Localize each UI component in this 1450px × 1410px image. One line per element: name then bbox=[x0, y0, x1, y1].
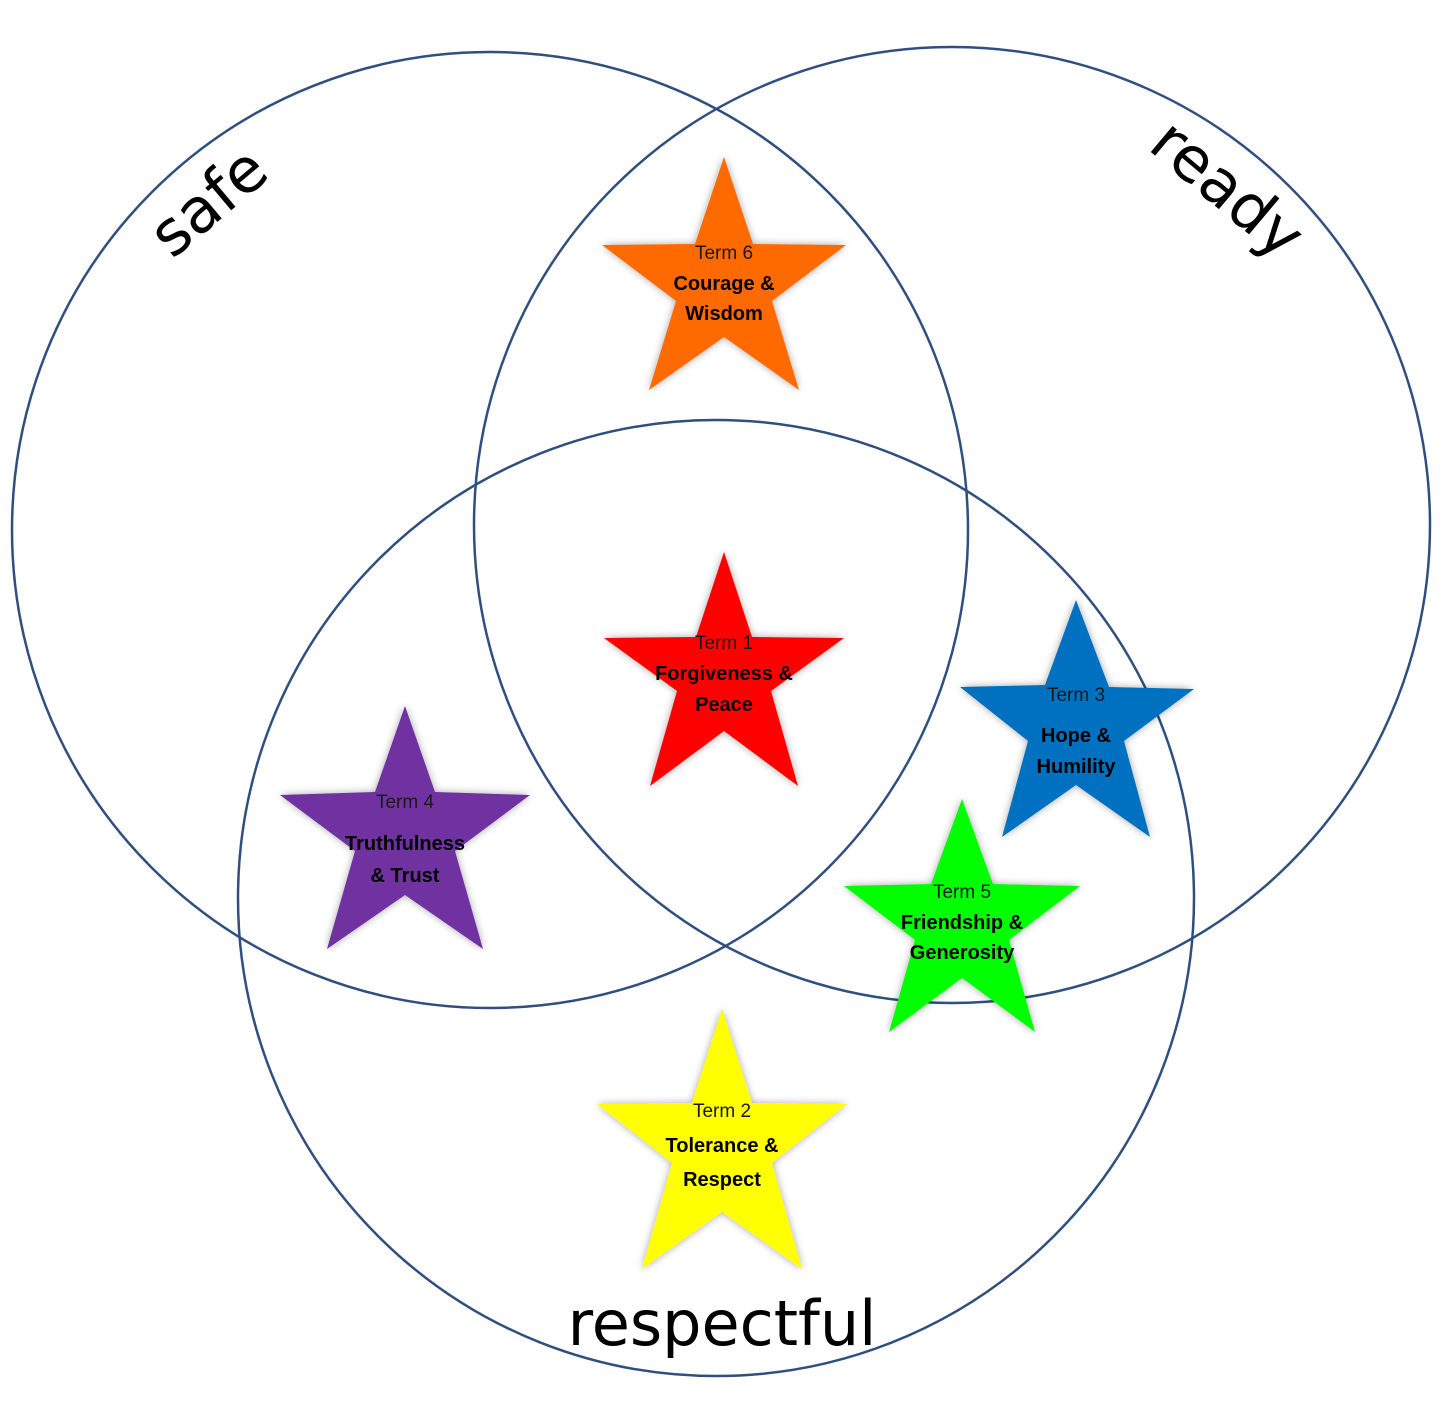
star-term2: Term 2 Tolerance & Respect bbox=[597, 1009, 847, 1269]
star-value-line-2: Humility bbox=[1037, 756, 1117, 778]
circle-respectful bbox=[236, 418, 1196, 1378]
star-term1: Term 1 Forgiveness & Peace bbox=[604, 552, 844, 786]
star-icon bbox=[604, 552, 844, 786]
star-term3: Term 3 Hope & Humility bbox=[960, 600, 1194, 837]
star-term-label: Term 1 bbox=[695, 633, 753, 654]
star-term-label: Term 6 bbox=[695, 243, 753, 264]
star-value-line-2: Peace bbox=[695, 694, 753, 716]
star-term6: Term 6 Courage & Wisdom bbox=[602, 157, 846, 390]
star-value-line-1: Truthfulness bbox=[345, 833, 465, 855]
star-value-line-1: Hope & bbox=[1041, 725, 1111, 747]
star-value-line-1: Forgiveness & bbox=[655, 663, 793, 685]
star-value-line-2: & Trust bbox=[371, 865, 440, 887]
star-value-line-2: Wisdom bbox=[685, 303, 763, 325]
star-icon bbox=[602, 157, 846, 390]
star-icon bbox=[960, 600, 1194, 837]
set-label-safe: safe bbox=[135, 132, 282, 272]
star-value-line-2: Respect bbox=[683, 1169, 761, 1191]
circle-safe bbox=[10, 50, 970, 1010]
star-term-label: Term 4 bbox=[376, 792, 435, 813]
star-icon bbox=[597, 1009, 847, 1269]
star-term-label: Term 5 bbox=[933, 882, 991, 903]
star-icon bbox=[844, 799, 1080, 1032]
star-value-line-2: Generosity bbox=[910, 942, 1015, 964]
circle-ready bbox=[472, 45, 1432, 1005]
star-term-label: Term 3 bbox=[1047, 685, 1105, 706]
star-term5: Term 5 Friendship & Generosity bbox=[844, 799, 1080, 1032]
star-term-label: Term 2 bbox=[693, 1101, 751, 1122]
set-label-respectful: respectful bbox=[568, 1287, 877, 1360]
star-value-line-1: Courage & bbox=[673, 273, 774, 295]
star-value-line-1: Tolerance & bbox=[666, 1135, 779, 1157]
star-icon bbox=[280, 706, 530, 949]
star-term4: Term 4 Truthfulness & Trust bbox=[280, 706, 530, 949]
star-value-line-1: Friendship & bbox=[901, 912, 1023, 934]
